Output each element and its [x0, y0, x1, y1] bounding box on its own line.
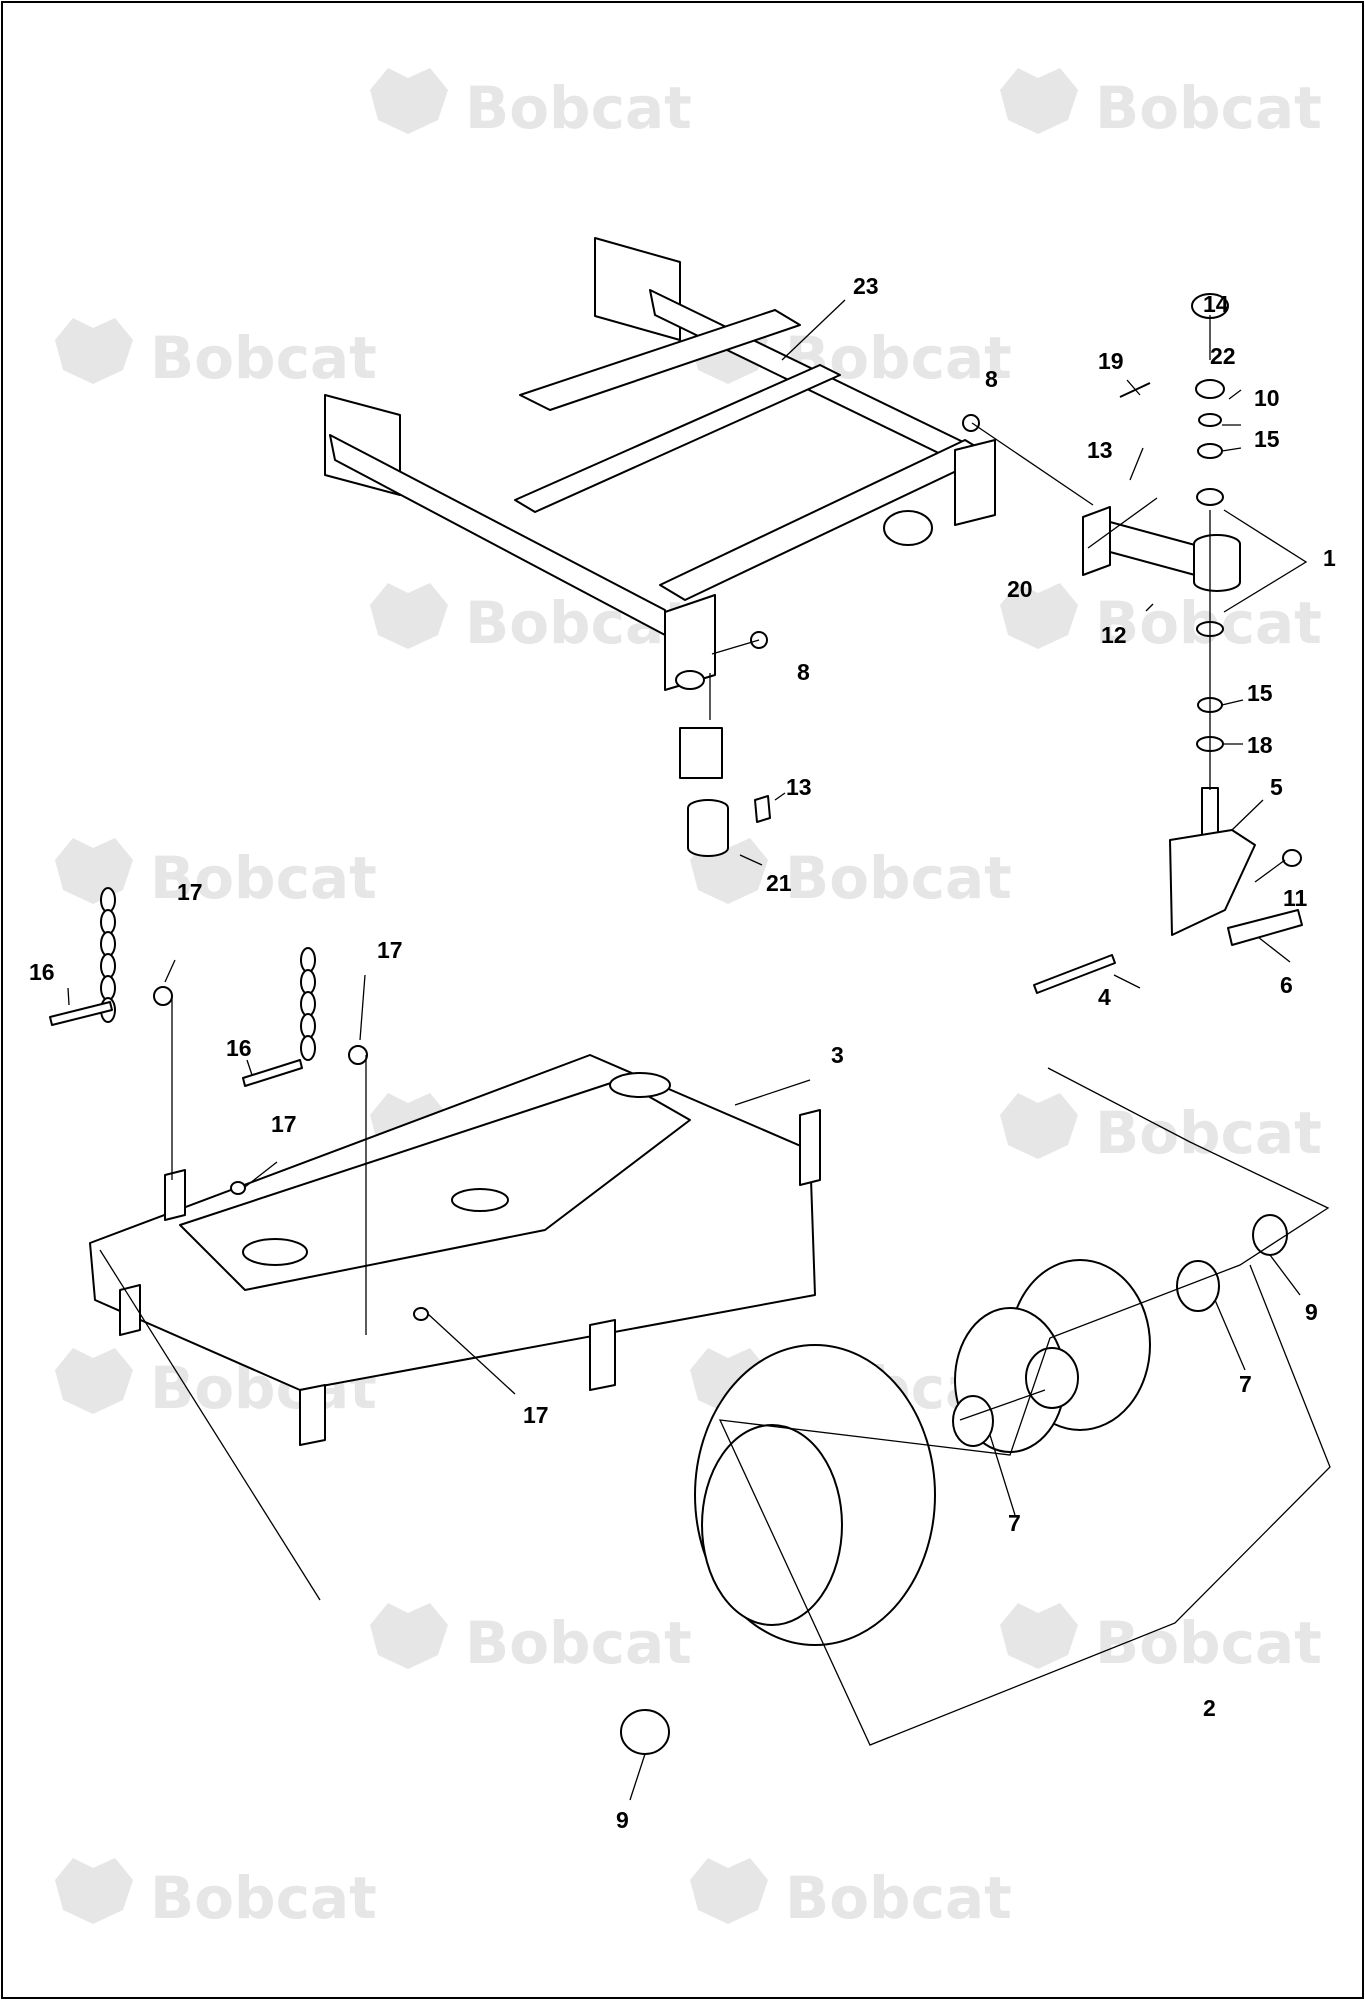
callout-21: 21: [766, 870, 792, 896]
callout-15: 15: [1247, 680, 1273, 706]
watermark-text: Bobcat: [150, 844, 377, 912]
callout-10: 10: [1254, 385, 1280, 411]
bobcat-logo-icon: [1000, 583, 1078, 649]
callout-3: 3: [831, 1042, 844, 1068]
callout-18: 18: [1247, 732, 1273, 758]
callout-19: 19: [1098, 348, 1124, 374]
bobcat-logo-icon: [55, 1348, 133, 1414]
bobcat-logo-icon: [1000, 68, 1078, 134]
callout-5: 5: [1270, 774, 1283, 800]
callout-13: 13: [1087, 437, 1113, 463]
callout-16: 16: [226, 1035, 252, 1061]
bobcat-logo-icon: [370, 583, 448, 649]
bobcat-logo-icon: [55, 1858, 133, 1924]
bobcat-logo-icon: [370, 1603, 448, 1669]
watermark-text: Bobcat: [785, 844, 1012, 912]
callout-20: 20: [1007, 576, 1033, 602]
callout-13: 13: [786, 774, 812, 800]
callout-15: 15: [1254, 426, 1280, 452]
callout-2: 2: [1203, 1695, 1216, 1721]
bobcat-logo-icon: [1000, 1093, 1078, 1159]
watermark-text: Bobcat: [1095, 1609, 1322, 1677]
callout-labels: 23 8 13 20 12 8 13 21 14 19 22 10 15 1 1…: [29, 273, 1336, 1833]
leader-lines: [67, 299, 1331, 1801]
callout-4: 4: [1098, 984, 1111, 1010]
callout-8: 8: [797, 659, 810, 685]
callout-16: 16: [29, 959, 55, 985]
watermark-text: Bobcat: [465, 1609, 692, 1677]
callout-12: 12: [1101, 622, 1127, 648]
callout-7: 7: [1008, 1510, 1021, 1536]
callout-9: 9: [616, 1807, 629, 1833]
callout-17: 17: [271, 1111, 297, 1137]
callout-1: 1: [1323, 545, 1336, 571]
watermark-text: Bobcat: [150, 1864, 377, 1932]
watermark-text: Bobcat: [1095, 74, 1322, 142]
callout-9: 9: [1305, 1299, 1318, 1325]
bobcat-logo-icon: [690, 1858, 768, 1924]
bobcat-logo-icon: [1000, 1603, 1078, 1669]
caster-mount: [679, 727, 771, 857]
callout-11: 11: [1283, 885, 1308, 911]
bobcat-logo-icon: [370, 68, 448, 134]
bobcat-logo-icon: [55, 838, 133, 904]
watermark-text: Bobcat: [465, 74, 692, 142]
callout-17: 17: [377, 937, 403, 963]
callout-6: 6: [1280, 972, 1293, 998]
callout-7: 7: [1239, 1371, 1252, 1397]
watermark-text: Bobcat: [1095, 1099, 1322, 1167]
watermark-text: Bobcat: [150, 324, 377, 392]
wheel-assembly: [620, 1214, 1288, 1755]
callout-23: 23: [853, 273, 879, 299]
callout-8: 8: [985, 366, 998, 392]
callout-22: 22: [1210, 343, 1236, 369]
callout-17: 17: [523, 1402, 549, 1428]
bobcat-logo-icon: [55, 318, 133, 384]
caster-arm: [1082, 506, 1241, 592]
watermark-text: Bobcat: [785, 1864, 1012, 1932]
mower-deck: [89, 1054, 821, 1446]
deck-frame-assembly: [324, 237, 996, 691]
chains-and-bolts: [49, 887, 429, 1321]
callout-14: 14: [1203, 291, 1229, 317]
caster-fork: [1033, 787, 1303, 994]
callout-17: 17: [177, 879, 203, 905]
